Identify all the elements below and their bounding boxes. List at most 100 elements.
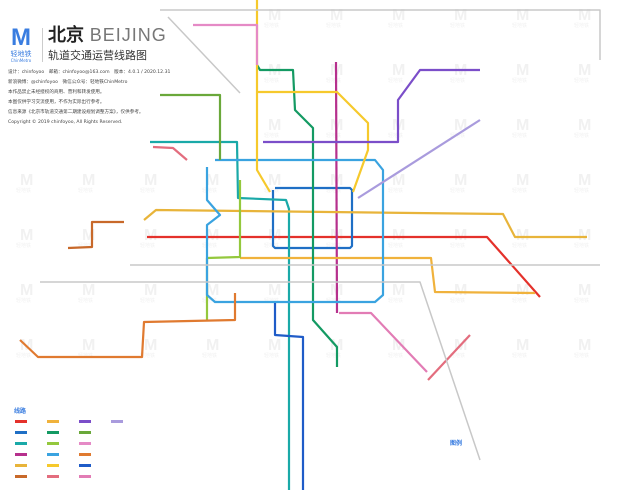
metro-line-line8 (256, 64, 339, 367)
watermark-text: 轻地铁 (78, 352, 93, 359)
watermark-mark: M (206, 172, 219, 189)
watermark-text: 轻地铁 (140, 297, 155, 304)
legend-swatch-line14w (47, 475, 59, 478)
watermark-text: 轻地铁 (140, 352, 155, 359)
watermark-text: 轻地铁 (326, 352, 341, 359)
watermark-mark: M (268, 337, 281, 354)
legend-swatch-yizhuang (79, 475, 91, 478)
watermark-mark: M (516, 172, 529, 189)
metro-line-line14w (152, 145, 188, 161)
legend-title: 线路 (14, 408, 27, 415)
watermark-mark: M (578, 117, 591, 134)
page-title: 北京 BEIJING (48, 24, 167, 47)
watermark-text: 轻地铁 (326, 242, 341, 249)
watermark-mark: M (578, 282, 591, 299)
metro-line-line1 (147, 235, 541, 298)
watermark-text: 轻地铁 (264, 297, 279, 304)
watermark-mark: M (82, 172, 95, 189)
legend-symbols-title: 图例 (450, 440, 463, 447)
logo-mark: M (11, 24, 31, 51)
watermark-text: 轻地铁 (78, 297, 93, 304)
watermark-text: 轻地铁 (264, 77, 279, 84)
watermark-text: 轻地铁 (450, 22, 465, 29)
watermark-text: 轻地铁 (388, 132, 403, 139)
watermark-text: 轻地铁 (140, 187, 155, 194)
legend (15, 420, 123, 478)
info-line: 本图仅供学习交流使用，不作为实际出行参考。 (8, 100, 105, 105)
watermark-text: 轻地铁 (264, 242, 279, 249)
watermark-mark: M (82, 337, 95, 354)
legend-swatch-line13 (47, 464, 59, 467)
metro-line-fangshan (19, 293, 237, 359)
watermark-text: 轻地铁 (512, 352, 527, 359)
legend-swatch-line1 (15, 420, 27, 423)
watermark-text: 轻地铁 (16, 352, 31, 359)
watermark-mark: M (578, 7, 591, 24)
watermark-mark: M (516, 227, 529, 244)
watermark-text: 轻地铁 (78, 187, 93, 194)
metro-line-line14w (427, 334, 471, 381)
watermark-text: 轻地铁 (574, 187, 589, 194)
watermark-mark: M (268, 227, 281, 244)
legend-swatch-fangshan (79, 453, 91, 456)
watermark-mark: M (454, 282, 467, 299)
watermark-text: 轻地铁 (326, 297, 341, 304)
watermark-text: 轻地铁 (574, 297, 589, 304)
metro-line-suburban (40, 281, 481, 461)
metro-line-yizhuang (339, 311, 428, 373)
metro-line-suburban (160, 9, 601, 60)
legend-swatch-line9 (47, 442, 59, 445)
metro-line-line2 (271, 186, 354, 250)
watermark-mark: M (20, 172, 33, 189)
watermark-text: 轻地铁 (574, 22, 589, 29)
watermark-mark: M (578, 227, 591, 244)
watermark-mark: M (578, 172, 591, 189)
watermark-text: 轻地铁 (326, 22, 341, 29)
legend-swatch-line8 (47, 431, 59, 434)
watermark-text: 轻地铁 (574, 132, 589, 139)
watermark-mark: M (578, 62, 591, 79)
watermark-text: 轻地铁 (450, 77, 465, 84)
title-cn: 北京 (48, 25, 84, 46)
watermark-mark: M (454, 7, 467, 24)
watermark-mark: M (516, 7, 529, 24)
logo-name-en: ChinMetro (10, 58, 32, 63)
watermark-mark: M (268, 117, 281, 134)
page-subtitle: 轨道交通运营线路图 (48, 49, 147, 62)
watermark-mark: M (392, 282, 405, 299)
info-line: Copyright © 2019 chinfoyoo, All Rights R… (8, 120, 123, 125)
watermark-mark: M (144, 227, 157, 244)
legend-swatch-daxing (79, 464, 91, 467)
watermark-mark: M (454, 172, 467, 189)
watermark-text: 轻地铁 (388, 242, 403, 249)
legend-swatch-line6w (15, 475, 27, 478)
metro-lines (19, 0, 601, 490)
watermark-text: 轻地铁 (512, 187, 527, 194)
watermark-mark: M (268, 172, 281, 189)
metro-line-line7 (240, 256, 536, 295)
legend-swatch-line7 (47, 420, 59, 423)
metro-line-line4 (150, 140, 291, 490)
logo: M 轻地铁 ChinMetro (6, 26, 36, 64)
watermark-mark: M (392, 7, 405, 24)
watermark-mark: M (516, 282, 529, 299)
watermark-text: 轻地铁 (202, 187, 217, 194)
watermark-mark: M (516, 337, 529, 354)
legend-swatch-changping (79, 442, 91, 445)
watermark-text: 轻地铁 (574, 352, 589, 359)
watermark-text: 轻地铁 (388, 297, 403, 304)
info-line: 本作品禁止未经授权的商用、营利和转发使用。 (8, 90, 105, 95)
watermark-text: 轻地铁 (388, 352, 403, 359)
watermark-mark: M (20, 282, 33, 299)
watermark-text: 轻地铁 (202, 352, 217, 359)
metro-line-airport (357, 119, 481, 199)
watermark-mark: M (268, 7, 281, 24)
watermark-mark: M (20, 227, 33, 244)
watermark-text: 轻地铁 (16, 297, 31, 304)
watermark-mark: M (578, 337, 591, 354)
metro-line-line13 (257, 90, 370, 193)
watermark-text: 轻地铁 (16, 242, 31, 249)
watermark-mark: M (206, 282, 219, 299)
watermark-mark: M (392, 172, 405, 189)
